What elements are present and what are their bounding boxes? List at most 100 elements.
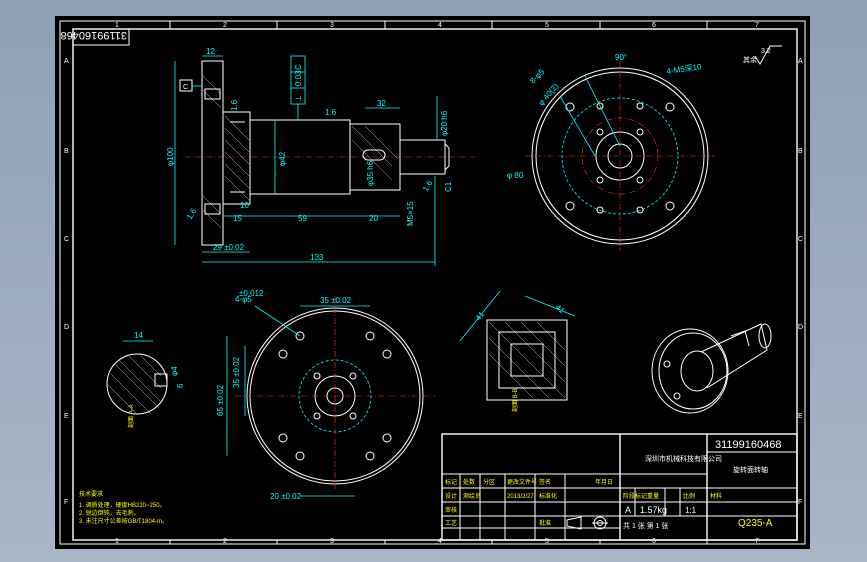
col-5-bottom: 5 xyxy=(545,538,549,545)
zone-markers: 1 2 3 4 5 6 7 1 2 3 4 5 6 7 A B C D E F … xyxy=(64,21,803,545)
section-a-phi: φ4 xyxy=(170,366,179,376)
tb-stage-mark: A xyxy=(625,505,631,515)
dim-length-59: 59 xyxy=(298,214,307,223)
dim-flange-thickness: 12 xyxy=(206,47,215,56)
tb-r3-c1: 审核 xyxy=(445,506,457,514)
dim-d35: φ35 h6 xyxy=(366,160,375,186)
tb-r2-c2: 测绘员 xyxy=(463,492,481,500)
tb-r1-c6: 年月日 xyxy=(595,478,613,486)
angle-90: 90° xyxy=(615,53,627,62)
dim-length-29: 29 ±0.02 xyxy=(213,243,245,252)
dim-d20: φ20 h6 xyxy=(440,110,449,136)
tb-drawing-number: 31199160468 xyxy=(715,439,781,451)
isometric-view xyxy=(651,323,772,414)
tb-scale-head: 比例 xyxy=(683,492,695,500)
roughness-a: 1.6 xyxy=(230,99,239,111)
col-1-bottom: 1 xyxy=(115,538,119,545)
dim-d42: φ42 xyxy=(278,151,287,166)
row-b-right: B xyxy=(798,148,803,155)
row-a: A xyxy=(64,58,69,65)
inner-border xyxy=(72,28,798,541)
section-a-label: 剖面 A-A xyxy=(127,404,135,428)
tb-r4-c1: 工艺 xyxy=(445,519,457,527)
notes-title: 技术要求 xyxy=(79,490,103,498)
notes-line-1: 1. 调质处理，硬度HB220~250。 xyxy=(79,501,166,509)
row-e: E xyxy=(64,413,69,420)
bottom-dim-20: 20 ±0.02 xyxy=(270,492,302,501)
tb-company: 深圳市机械科技有限公司 xyxy=(645,454,722,463)
roughness-b: 1.6 xyxy=(325,108,337,117)
tb-r1-c2: 处数 xyxy=(463,478,475,486)
bottom-dim-65: 65 ±0.02 xyxy=(216,384,225,416)
tb-r1-c3: 分区 xyxy=(483,478,495,486)
side-view: 90° φ 40(2) φ 80 4-M5深10 8-φ5 xyxy=(507,53,715,251)
roughness-value: 3.2 xyxy=(761,48,771,55)
tech-notes: 技术要求 1. 调质处理，硬度HB220~250。 2. 锐边倒钝，去毛刺。 3… xyxy=(79,490,168,525)
col-1: 1 xyxy=(115,22,119,29)
col-7-bottom: 7 xyxy=(755,538,759,545)
row-d: D xyxy=(64,324,69,331)
col-6: 6 xyxy=(652,22,656,29)
rotated-number-box: 31199160468 xyxy=(61,28,130,46)
tb-r4-c4: 批准 xyxy=(539,519,551,527)
chamfer-c1: C1 xyxy=(444,181,453,192)
bottom-dim-35x: 35 ±0.02 xyxy=(320,296,352,305)
tb-misc-label: 材料 xyxy=(710,492,722,500)
row-a-right: A xyxy=(798,58,803,65)
tb-sheet-info: 共 1 张 第 1 张 xyxy=(623,521,669,530)
col-6-bottom: 6 xyxy=(652,538,656,545)
dim-thread: M5×15 xyxy=(406,201,415,226)
tb-r1-c5: 签名 xyxy=(539,478,551,486)
notes-line-2: 2. 锐边倒钝，去毛刺。 xyxy=(79,509,140,517)
bottom-view: 35 ±0.02 35 ±0.02 65 ±0.02 20 ±0.02 4-φ5… xyxy=(216,289,435,501)
tb-r2-c3: 2013/2/27 xyxy=(507,494,534,500)
roughness-symbol: 3.2 其余 xyxy=(743,45,782,65)
cad-drawing: 1 2 3 4 5 6 7 1 2 3 4 5 6 7 A B C D E F … xyxy=(59,20,806,545)
front-view: φ100 12 φ42 φ35 h6 φ20 h6 133 29 ±0.02 5… xyxy=(166,47,475,266)
tb-weight-head: 重量 xyxy=(647,492,659,500)
section-a-depth: 6 xyxy=(176,383,185,388)
tb-part-name: 旋转面转轴 xyxy=(733,465,768,474)
tb-r1-c4: 更改文件号 xyxy=(507,478,537,486)
row-f-right: F xyxy=(798,499,802,506)
roughness-label: 其余 xyxy=(743,55,757,64)
dim-length-20: 20 xyxy=(369,214,378,223)
tb-r2-c4: 标准化 xyxy=(539,492,557,500)
tol-value: 0.03 xyxy=(294,70,303,86)
tol-symbol: ⊥ xyxy=(294,95,303,102)
pcd-label: φ 80 xyxy=(507,171,524,180)
rotated-drawing-number: 31199160468 xyxy=(61,29,127,41)
drawing-sheet: 1 2 3 4 5 6 7 1 2 3 4 5 6 7 A B C D E F … xyxy=(55,16,810,549)
dim-d100: φ100 xyxy=(166,147,175,166)
section-b-w2: 41 xyxy=(554,303,567,316)
tb-material: Q235-A xyxy=(738,518,773,529)
tol-datum: C xyxy=(294,64,303,70)
dim-length-133: 133 xyxy=(310,253,324,262)
roughness-c: 1.6 xyxy=(185,206,199,221)
tb-r1-c1: 标记 xyxy=(445,478,457,486)
col-4: 4 xyxy=(438,22,442,29)
section-b: 41 41 剖面 B-B xyxy=(459,290,576,412)
dim-length-15: 15 xyxy=(233,214,242,223)
tb-r2-c1: 设计 xyxy=(445,492,457,500)
datum-c: C xyxy=(183,84,188,91)
col-2: 2 xyxy=(223,22,227,29)
section-b-w1: 41 xyxy=(474,309,487,322)
col-2-bottom: 2 xyxy=(223,538,227,545)
thread-label: 4-M5深10 xyxy=(666,62,703,76)
row-d-right: D xyxy=(798,324,803,331)
section-a-width: 14 xyxy=(134,331,143,340)
holes8-label: 8-φ5 xyxy=(528,67,547,86)
tb-scale: 1:1 xyxy=(685,506,697,515)
notes-line-3: 3. 未注尺寸公差按GB/T1804-m。 xyxy=(79,517,168,525)
bottom-dim-35y: 35 ±0.02 xyxy=(232,356,241,388)
outer-border xyxy=(59,20,806,545)
title-block: 31199160468 深圳市机械科技有限公司 旋转面转轴 Q235-A 阶段标… xyxy=(441,433,798,541)
row-b: B xyxy=(64,148,69,155)
col-3-bottom: 3 xyxy=(330,538,334,545)
col-4-bottom: 4 xyxy=(438,538,442,545)
bottom-tol: ±0.012 xyxy=(239,289,264,298)
section-a: 14 6 φ4 剖面 A-A xyxy=(106,331,185,428)
dim-length-10: 10 xyxy=(240,201,249,210)
row-e-right: E xyxy=(798,413,803,420)
